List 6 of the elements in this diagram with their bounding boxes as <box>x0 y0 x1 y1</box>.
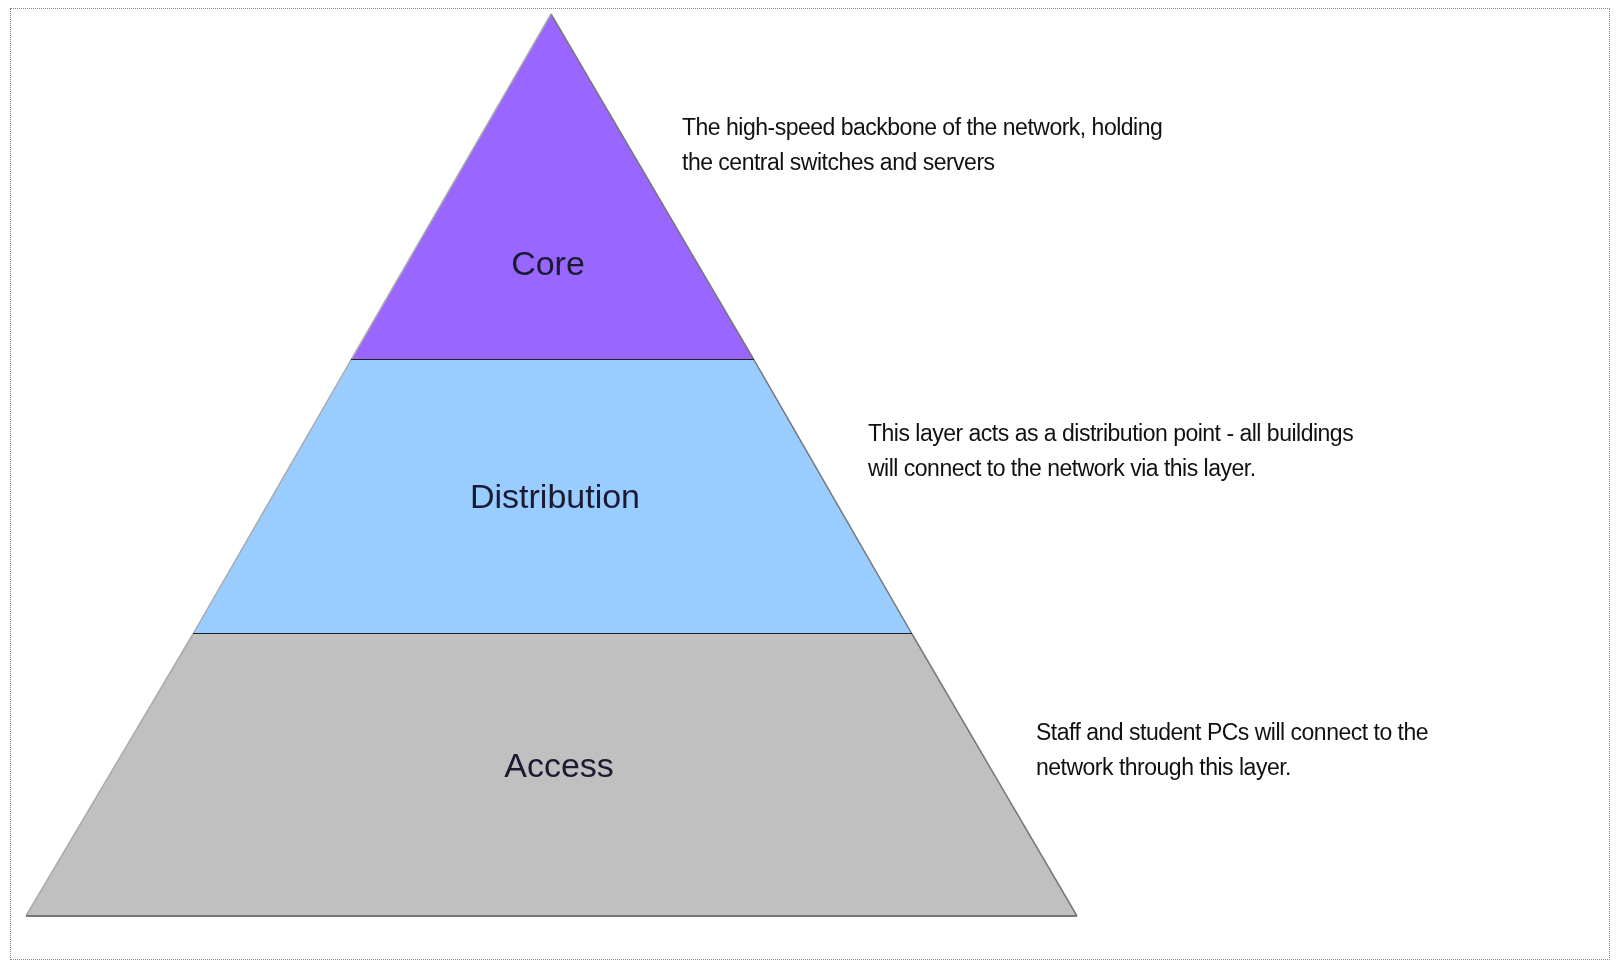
layer-label: Distribution <box>469 476 641 516</box>
layer-description: This layer acts as a distribution point - all buildings will connect to the network via this layer. <box>868 419 1355 483</box>
layer-label: Core <box>511 243 585 283</box>
layer-label: Access <box>504 745 614 785</box>
layer-description: Staff and student PCs will connect to the network through this layer. <box>1036 718 1430 782</box>
layer-description: The high-speed backbone of the network, holding the central switches and servers <box>682 113 1164 177</box>
